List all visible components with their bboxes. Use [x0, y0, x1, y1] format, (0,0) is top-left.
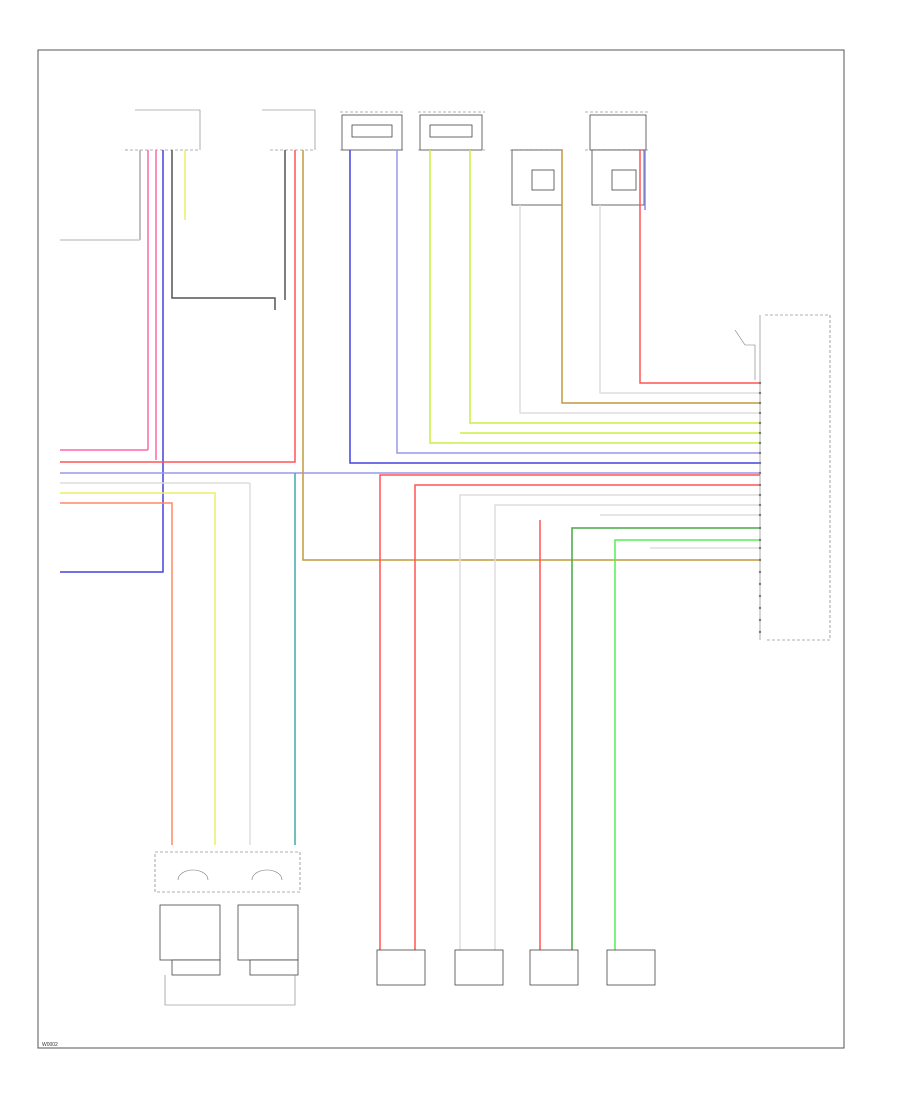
driver-side-curtain-airbag	[585, 111, 650, 206]
wire-group-top-right	[349, 150, 760, 464]
diagram-frame	[37, 49, 845, 1049]
page-code: W0002	[42, 1042, 58, 1048]
left-side-impact-sensor	[529, 949, 579, 986]
front-driver-seat-belt-pretensioner	[418, 111, 485, 151]
passenger-occupant-connector	[125, 109, 201, 151]
right-side-impact-sensor	[606, 949, 656, 986]
wire-group-lower-right	[379, 474, 760, 950]
switch-symbol	[734, 329, 756, 380]
airbag-control-module	[734, 314, 831, 641]
passenger-side-curtain-airbag	[510, 149, 565, 206]
right-seat-belt-switch	[454, 949, 504, 986]
left-seat-belt-switch	[376, 949, 426, 986]
seat-occupant-sensor-assembly	[154, 851, 301, 1006]
wire-group-left	[60, 150, 760, 845]
module-terminal-pins	[758, 381, 762, 634]
front-passenger-seat-belt-pretensioner	[340, 111, 405, 151]
srs-connector-group	[262, 109, 316, 151]
